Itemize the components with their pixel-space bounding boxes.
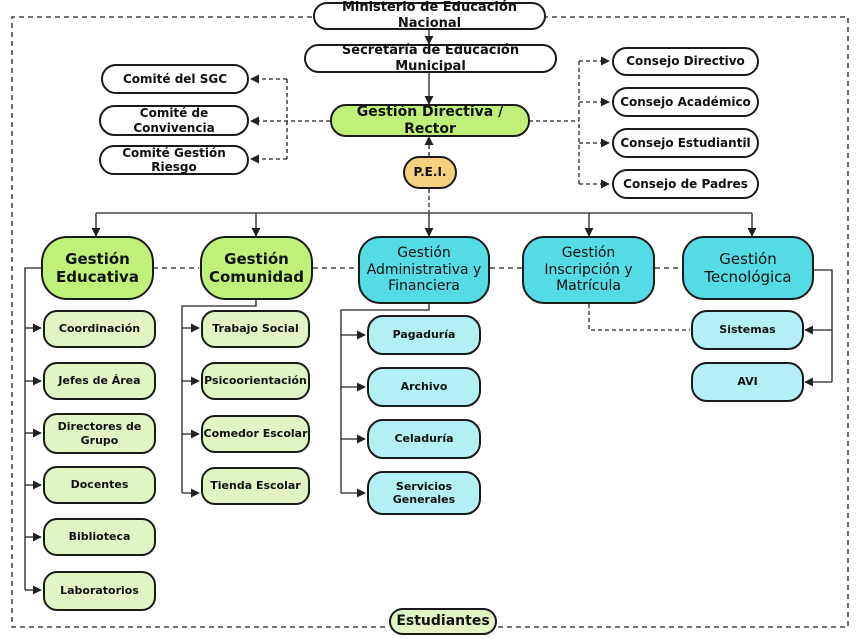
node-consejo-directivo: Consejo Directivo: [612, 47, 759, 76]
node-comite-riesgo: Comité Gestión Riesgo: [99, 145, 249, 175]
node-consejo-academico: Consejo Académico: [612, 87, 759, 117]
educativa-bracket: [24, 267, 44, 590]
node-trabajo-social: Trabajo Social: [201, 310, 310, 348]
node-comite-convivencia: Comité de Convivencia: [99, 105, 249, 136]
node-gestion-comunidad: Gestión Comunidad: [200, 236, 313, 300]
node-consejo-estudiantil: Consejo Estudiantil: [612, 128, 759, 158]
node-comedor: Comedor Escolar: [201, 415, 310, 453]
node-consejo-padres: Consejo de Padres: [612, 169, 759, 199]
node-gestion-inscripcion: Gestión Inscripción y Matrícula: [522, 236, 655, 304]
node-secretaria: Secretaría de Educación Municipal: [304, 43, 557, 74]
node-servicios: Servicios Generales: [367, 471, 481, 515]
node-laboratorios: Laboratorios: [43, 571, 156, 611]
outer-frame: [11, 16, 849, 628]
node-biblioteca: Biblioteca: [43, 518, 156, 556]
node-rector: Gestión Directiva / Rector: [330, 104, 530, 137]
node-estudiantes: Estudiantes: [389, 608, 497, 635]
node-celaduria: Celaduría: [367, 419, 481, 459]
comunidad-bracket: [181, 300, 257, 493]
node-gestion-administrativa: Gestión Administrativa y Financiera: [358, 236, 490, 304]
administrativa-bracket: [340, 304, 430, 493]
tecnologica-bracket: [814, 269, 833, 382]
node-jefes-area: Jefes de Área: [43, 362, 156, 400]
node-docentes: Docentes: [43, 466, 156, 504]
node-coordinacion: Coordinación: [43, 310, 156, 348]
node-psicoorientacion: Psicoorientación: [201, 362, 310, 400]
node-avi: AVI: [691, 362, 804, 402]
inscripcion-sistemas-link: [588, 304, 690, 331]
node-tienda: Tienda Escolar: [201, 467, 310, 505]
node-sistemas: Sistemas: [691, 310, 804, 350]
node-gestion-tecnologica: Gestión Tecnológica: [682, 236, 814, 300]
node-gestion-educativa: Gestión Educativa: [41, 236, 154, 300]
node-pagaduria: Pagaduría: [367, 315, 481, 355]
node-comite-sgc: Comité del SGC: [101, 64, 249, 94]
node-directores-grupo: Directores de Grupo: [43, 413, 156, 454]
node-ministerio: Ministerio de Educación Nacional: [313, 0, 546, 31]
node-archivo: Archivo: [367, 367, 481, 407]
node-pei: P.E.I.: [403, 156, 457, 189]
